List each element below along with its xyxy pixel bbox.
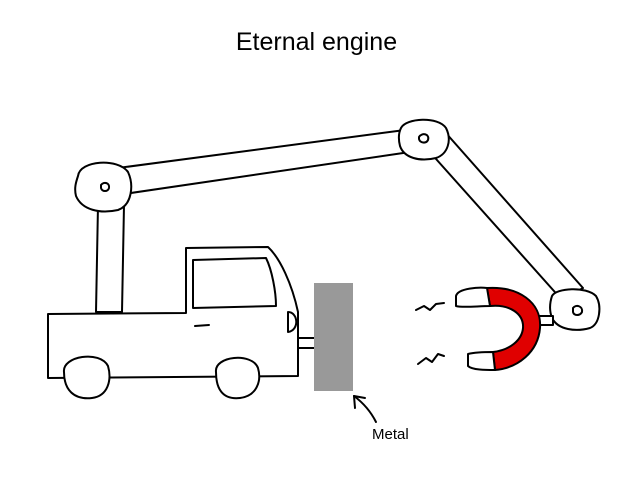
diagram-title: Eternal engine <box>235 28 398 56</box>
metal-block <box>314 283 353 391</box>
crane-joint-left <box>74 161 133 213</box>
metal-pointer-arrow <box>353 395 377 423</box>
crane-post <box>95 204 125 313</box>
magnetic-field-lines <box>415 302 445 365</box>
crane-upper-beam <box>117 129 411 195</box>
crane-joint-top <box>397 118 450 161</box>
crane-diagonal-beam <box>427 131 584 301</box>
horseshoe-magnet <box>455 286 542 371</box>
truck-wheel-rear <box>63 355 111 400</box>
crane-joint-right <box>549 288 601 331</box>
truck-body <box>47 246 319 379</box>
truck-wheel-front <box>215 356 261 400</box>
metal-label: Metal <box>372 426 409 443</box>
